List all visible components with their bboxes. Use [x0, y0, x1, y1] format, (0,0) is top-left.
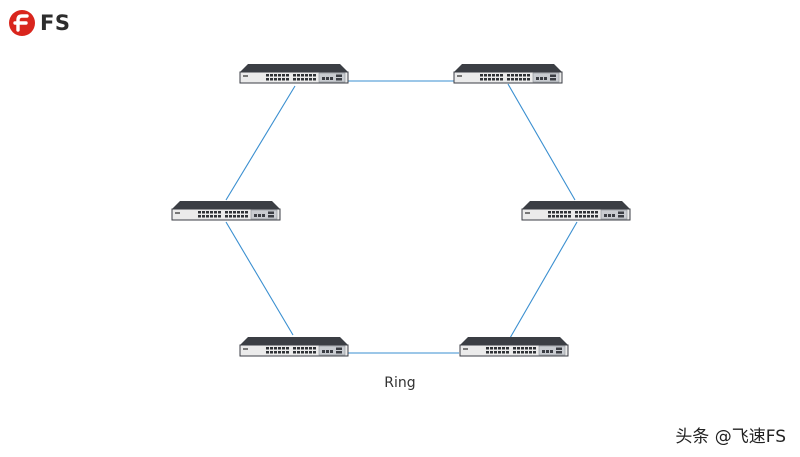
- logo-text: FS: [40, 11, 71, 35]
- link-top-left: [225, 85, 296, 201]
- link-bottom-left: [225, 221, 294, 336]
- switch-bottom-right: [459, 336, 569, 357]
- diagram-caption: Ring: [384, 375, 416, 391]
- brand-logo: FS: [8, 8, 70, 38]
- ring-links: [225, 80, 578, 354]
- switch-top-right: [453, 63, 563, 84]
- switch-bottom-left: [239, 336, 349, 357]
- switch-mid-right: [521, 200, 631, 221]
- watermark-text: 头条 @飞速FS: [675, 427, 786, 447]
- link-bottom-right: [509, 221, 578, 339]
- switch-top-left: [239, 63, 349, 84]
- link-top-right: [507, 83, 576, 201]
- fs-logo-icon: [9, 10, 35, 36]
- switch-mid-left: [171, 200, 281, 221]
